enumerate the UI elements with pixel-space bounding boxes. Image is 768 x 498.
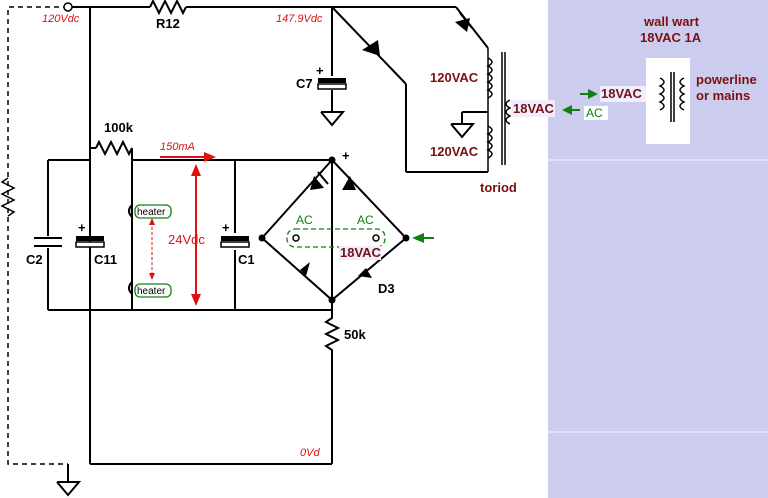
green-arrow-toroid	[562, 105, 572, 115]
c7-branch-diode	[362, 40, 380, 56]
label-50k: 50k	[344, 327, 366, 342]
label-ac-input: AC	[586, 106, 603, 120]
label-plus-c7: +	[316, 63, 324, 78]
heater-badge-2	[134, 283, 172, 298]
label-plus-bridge: +	[342, 148, 350, 163]
label-ac-right: AC	[357, 213, 374, 227]
label-c7: C7	[296, 76, 313, 91]
dashed-rail	[7, 6, 68, 465]
label-or-mains: or mains	[696, 88, 750, 103]
bridge-diode-upper-right	[342, 176, 356, 190]
green-arrow-wallwart	[588, 89, 598, 99]
label-powerline: powerline	[696, 72, 757, 87]
label-120vac-top: 120VAC	[430, 70, 479, 85]
label-ac-left: AC	[296, 213, 313, 227]
label-plus-c1: +	[222, 220, 230, 235]
label-150ma: 150mA	[160, 141, 195, 153]
bridge-diode-lower-left	[300, 262, 310, 276]
top-diode	[455, 18, 470, 32]
label-24vdc: 24Vdc	[168, 232, 205, 247]
label-18vac-toroid: 18VAC	[513, 101, 555, 116]
label-18vac-input: 18VAC	[601, 86, 643, 101]
label-147vdc: 147.9Vdc	[276, 13, 323, 25]
label-0vd: 0Vd	[300, 447, 320, 459]
wall-wart-transformer	[658, 72, 686, 122]
c1-capacitor	[221, 236, 249, 241]
label-c2: C2	[26, 252, 43, 267]
ground-symbol-toroid	[450, 123, 476, 139]
r50k-resistor	[323, 300, 341, 464]
bridge-diode-d3	[358, 268, 372, 278]
bridge-diode-upper-left	[310, 176, 324, 190]
label-heater-2: heater	[137, 286, 166, 297]
c7-capacitor	[318, 78, 346, 83]
label-120vdc: 120Vdc	[42, 13, 80, 25]
label-heater-1: heater	[137, 207, 166, 218]
label-wall-wart: wall wart	[643, 14, 700, 29]
toroid-transformer	[486, 48, 512, 172]
ground-symbol-bottom	[56, 481, 82, 497]
r100k-resistor	[95, 139, 133, 157]
label-toriod: toriod	[480, 180, 517, 195]
ground-symbol-c7	[320, 111, 346, 127]
label-100k: 100k	[104, 120, 134, 135]
current-arrow	[204, 152, 216, 162]
label-120vac-bottom: 120VAC	[430, 144, 479, 159]
voltage-arrow	[191, 164, 201, 176]
bridge-rectifier	[260, 159, 408, 302]
left-resistor	[0, 177, 16, 217]
label-plus-c11: +	[78, 220, 86, 235]
label-18vac-bridge: 18VAC	[340, 245, 382, 260]
label-18vac-1a: 18VAC 1A	[640, 30, 702, 45]
ac-dashed-link	[286, 228, 386, 248]
label-d3: D3	[378, 281, 395, 296]
green-arrow-bridge	[412, 233, 424, 243]
c11-capacitor	[76, 236, 104, 241]
heater-badge-1	[134, 204, 172, 219]
r12-resistor	[149, 0, 187, 16]
label-r12: R12	[156, 16, 180, 31]
label-c11: C11	[94, 252, 117, 267]
label-c1: C1	[238, 252, 255, 267]
